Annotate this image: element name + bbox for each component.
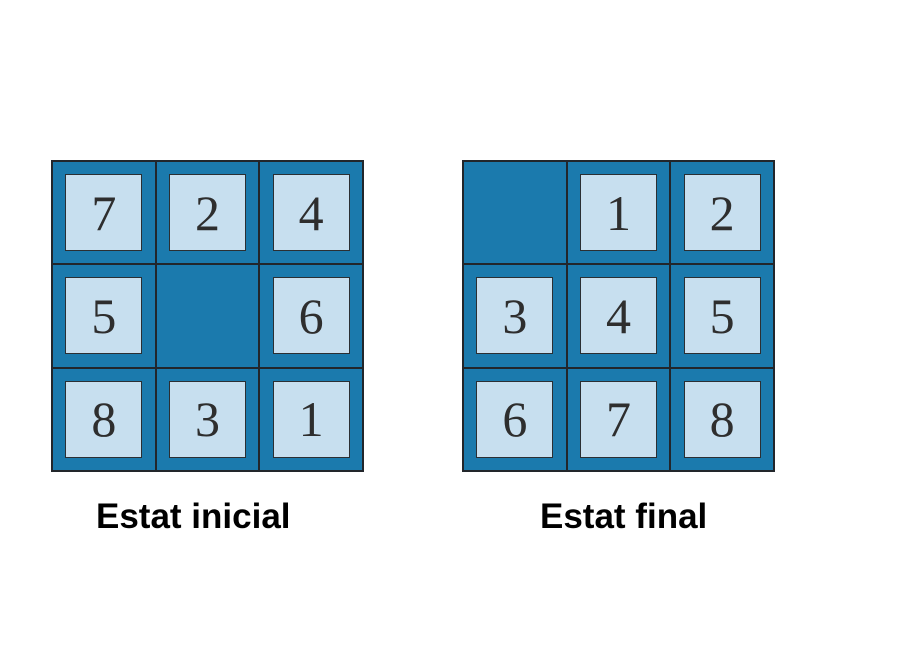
- puzzle-cell-blank: [156, 265, 259, 367]
- puzzle-tile: 8: [65, 380, 143, 458]
- puzzle-tile: 4: [272, 174, 350, 252]
- puzzle-tile: 8: [683, 380, 761, 458]
- puzzle-cell: 1: [567, 162, 670, 264]
- puzzle-cell: 1: [260, 368, 362, 470]
- puzzle-cell: 5: [671, 265, 773, 367]
- puzzle-cell-blank: [464, 162, 566, 264]
- puzzle-tile: 1: [272, 380, 350, 458]
- puzzle-tile: 6: [476, 380, 554, 458]
- puzzle-tile: 7: [65, 174, 143, 252]
- board-label-initial: Estat inicial: [96, 497, 291, 536]
- puzzle-cell: 4: [260, 162, 362, 264]
- puzzle-tile: 2: [168, 174, 246, 252]
- puzzle-cell: 6: [260, 265, 362, 367]
- puzzle-tile: 1: [579, 174, 657, 252]
- puzzle-tile: 3: [168, 380, 246, 458]
- puzzle-cell: 3: [464, 265, 566, 367]
- puzzle-cell: 4: [567, 265, 670, 367]
- puzzle-tile: 5: [65, 277, 143, 355]
- puzzle-tile: 6: [272, 277, 350, 355]
- puzzle-tile: 3: [476, 277, 554, 355]
- puzzle-cell: 6: [464, 368, 566, 470]
- puzzle-cell: 3: [156, 368, 259, 470]
- puzzle-tile: 7: [579, 380, 657, 458]
- puzzle-tile: 2: [683, 174, 761, 252]
- puzzle-tile: 5: [683, 277, 761, 355]
- puzzle-cell: 2: [156, 162, 259, 264]
- puzzle-cell: 8: [671, 368, 773, 470]
- board-label-final: Estat final: [540, 497, 708, 536]
- puzzle-cell: 7: [567, 368, 670, 470]
- puzzle-cell: 8: [53, 368, 155, 470]
- puzzle-cell: 7: [53, 162, 155, 264]
- puzzle-cell: 5: [53, 265, 155, 367]
- puzzle-board-final: 1 2 3 4 5 6 7 8: [462, 160, 775, 472]
- puzzle-tile: 4: [579, 277, 657, 355]
- puzzle-cell: 2: [671, 162, 773, 264]
- puzzle-board-initial: 7 2 4 5 6 8 3 1: [51, 160, 364, 472]
